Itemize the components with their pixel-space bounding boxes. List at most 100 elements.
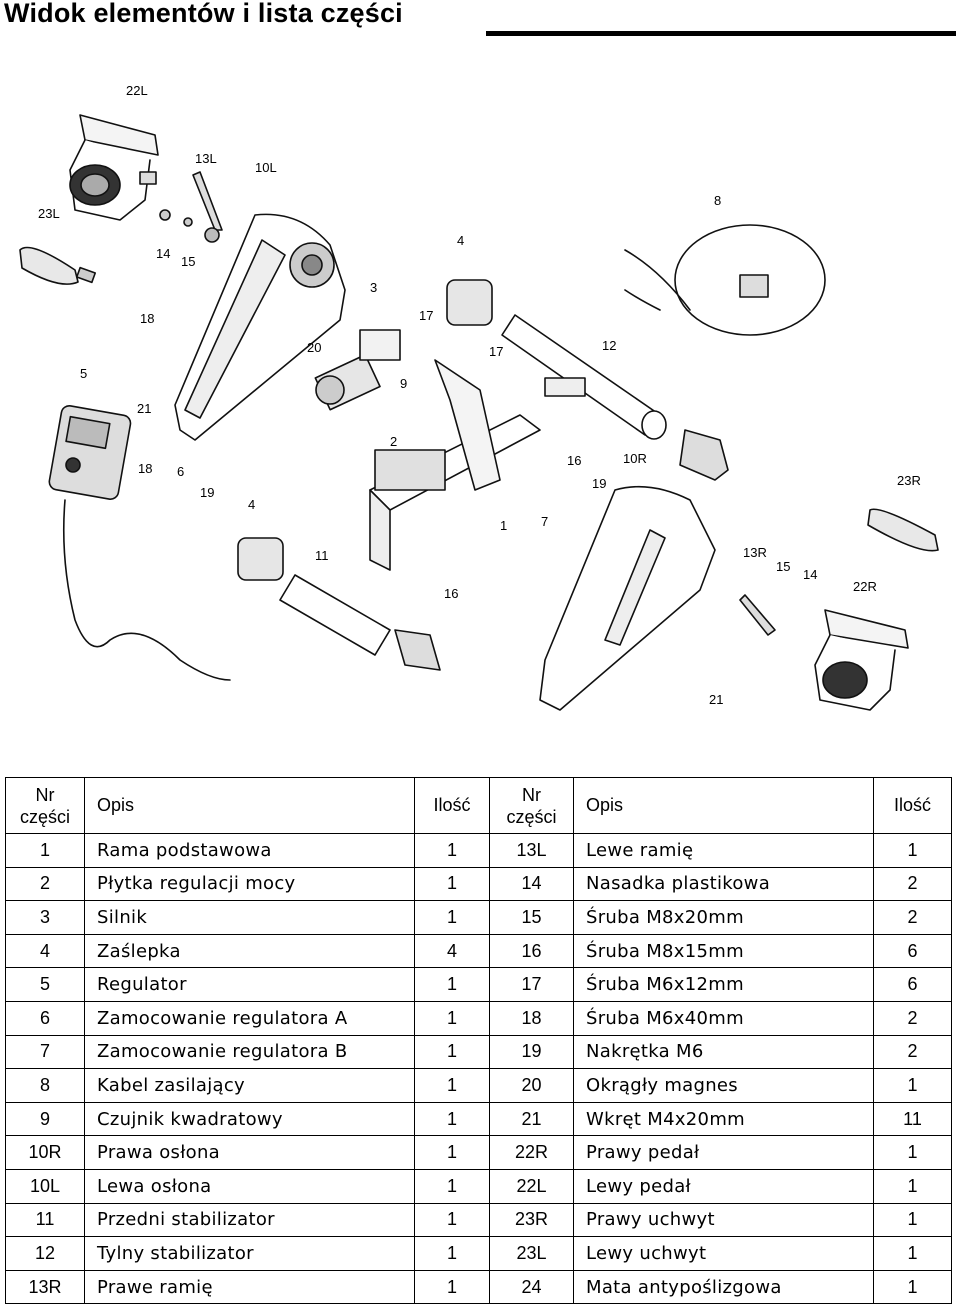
part-number-right: 15 (489, 900, 574, 935)
callout-14-right: 14 (803, 567, 817, 582)
callout-21-right: 21 (709, 692, 723, 707)
part-description-left: Rama podstawowa (84, 833, 415, 868)
part-description-right: Śruba M8x20mm (573, 900, 874, 935)
part-description-left: Zaślepka (84, 933, 415, 969)
part-quantity-left: 1 (414, 866, 490, 902)
callout-18-bottom: 18 (138, 461, 152, 476)
part-quantity-left: 1 (414, 1202, 490, 1238)
left-pedal-drawing (69, 114, 159, 221)
part-quantity-left: 1 (414, 833, 490, 868)
part-number-right: 22L (489, 1168, 574, 1204)
callout-8: 8 (714, 193, 721, 208)
left-cover-drawing (174, 213, 346, 441)
callout-21-left: 21 (137, 401, 151, 416)
callout-5: 5 (80, 366, 87, 381)
part-quantity-right: 1 (873, 1202, 952, 1238)
right-crank-drawing (739, 594, 776, 636)
part-quantity-right: 1 (873, 1135, 952, 1170)
end-cap-right-drawing (679, 429, 729, 481)
part-quantity-right: 6 (873, 933, 952, 969)
part-description-left: Płytka regulacji mocy (84, 866, 415, 902)
part-description-right: Śruba M8x15mm (573, 933, 874, 969)
part-number-right: 23R (489, 1202, 574, 1238)
callout-12: 12 (602, 338, 616, 353)
part-description-right: Śruba M6x12mm (573, 967, 874, 1002)
part-description-right: Okrągły magnes (573, 1068, 874, 1103)
part-number-right: 14 (489, 866, 574, 902)
callout-17-a: 17 (419, 308, 433, 323)
part-quantity-left: 1 (414, 1000, 490, 1036)
part-quantity-right: 6 (873, 967, 952, 1002)
callout-14-left: 14 (156, 246, 170, 261)
part-description-right: Prawy uchwyt (573, 1202, 874, 1238)
part-quantity-left: 1 (414, 1101, 490, 1137)
part-number-right: 13L (489, 833, 574, 868)
part-quantity-left: 1 (414, 967, 490, 1002)
part-number-left: 8 (5, 1068, 85, 1103)
header-description-right: Opis (573, 777, 874, 834)
part-number-left: 10L (5, 1168, 85, 1204)
part-quantity-right: 1 (873, 833, 952, 868)
part-quantity-left: 1 (414, 1269, 490, 1305)
callout-13R: 13R (743, 545, 767, 560)
left-handle-drawing (19, 246, 97, 285)
callout-13L: 13L (195, 151, 217, 166)
callout-19-right: 19 (592, 476, 606, 491)
part-number-right: 23L (489, 1236, 574, 1271)
part-number-right: 21 (489, 1101, 574, 1137)
exploded-view-diagram: 22L 13L 10L 23L 14 15 4 8 3 18 17 20 17 … (19, 83, 939, 711)
part-quantity-right: 1 (873, 1168, 952, 1204)
callout-22L: 22L (126, 83, 148, 98)
part-quantity-left: 1 (414, 1135, 490, 1170)
part-description-right: Śruba M6x40mm (573, 1000, 874, 1036)
part-number-right: 17 (489, 967, 574, 1002)
part-number-left: 2 (5, 866, 85, 902)
header-description-left: Opis (84, 777, 415, 834)
part-number-left: 4 (5, 933, 85, 969)
controller-drawing (48, 405, 231, 681)
callout-10L: 10L (255, 160, 277, 175)
part-number-left: 7 (5, 1034, 85, 1070)
callout-3: 3 (370, 280, 377, 295)
part-quantity-right: 1 (873, 1269, 952, 1305)
part-quantity-right: 1 (873, 1236, 952, 1271)
part-number-right: 19 (489, 1034, 574, 1070)
part-description-left: Kabel zasilający (84, 1068, 415, 1103)
part-number-left: 6 (5, 1000, 85, 1036)
part-description-left: Silnik (84, 900, 415, 935)
motor-drawing (314, 329, 401, 411)
part-number-left: 5 (5, 967, 85, 1002)
callout-2: 2 (390, 434, 397, 449)
callout-4-bottom: 4 (248, 497, 255, 512)
callout-16-bottom: 16 (444, 586, 458, 601)
part-quantity-left: 1 (414, 1034, 490, 1070)
part-number-left: 9 (5, 1101, 85, 1137)
part-description-left: Lewa osłona (84, 1168, 415, 1204)
part-number-left: 1 (5, 833, 85, 868)
callout-23L: 23L (38, 206, 60, 221)
callout-23R: 23R (897, 473, 921, 488)
part-quantity-left: 1 (414, 1068, 490, 1103)
part-description-right: Nasadka plastikowa (573, 866, 874, 902)
part-description-left: Zamocowanie regulatora A (84, 1000, 415, 1036)
part-description-left: Prawa osłona (84, 1135, 415, 1170)
part-description-left: Czujnik kwadratowy (84, 1101, 415, 1137)
part-quantity-left: 1 (414, 1236, 490, 1271)
callout-11: 11 (315, 548, 329, 563)
callout-4-top: 4 (457, 233, 464, 248)
part-number-left: 3 (5, 900, 85, 935)
part-description-left: Zamocowanie regulatora B (84, 1034, 415, 1070)
part-quantity-left: 1 (414, 900, 490, 935)
rear-stabilizer-drawing (501, 314, 667, 440)
callout-16-top: 16 (567, 453, 581, 468)
part-quantity-right: 2 (873, 900, 952, 935)
